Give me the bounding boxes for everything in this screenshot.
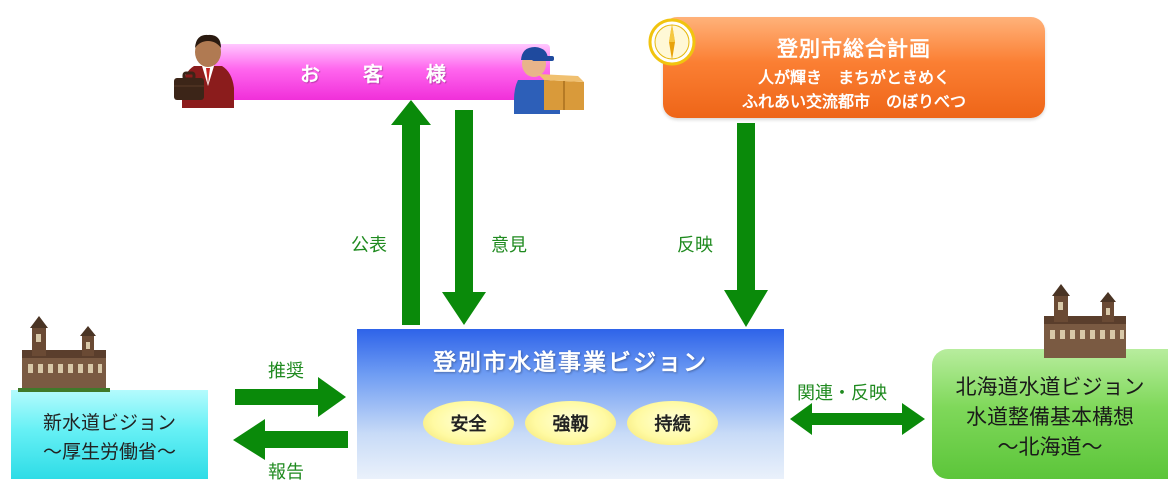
building-icon [1044, 284, 1126, 358]
recommend-label: 推奨 [268, 361, 304, 382]
report-label: 報告 [268, 462, 304, 483]
publish-arrow [391, 100, 431, 325]
plan-title: 登別市総合計画 [777, 37, 931, 61]
water-vision-box: 登別市水道事業ビジョン 安全 強靱 持続 [357, 329, 784, 479]
report-arrow [233, 419, 348, 460]
publish-label: 公表 [351, 235, 387, 256]
hokkaido-water-vision-box: 北海道水道ビジョン 水道整備基本構想 ～北海道～ [932, 349, 1168, 479]
left-box-line1: 新水道ビジョン [42, 412, 176, 434]
reflect-arrow [724, 123, 768, 327]
pill-resilience-label: 強靱 [552, 414, 589, 435]
businessman-icon [174, 34, 234, 108]
right-box-line2: 水道整備基本構想 [966, 405, 1134, 429]
pill-sustainability: 持続 [627, 401, 718, 445]
vision-title: 登別市水道事業ビジョン [433, 350, 708, 376]
plan-slogan-line1: 人が輝き まちがときめく [757, 68, 950, 87]
right-box-line3: ～北海道～ [997, 435, 1103, 459]
national-water-vision-box: 新水道ビジョン ～厚生労働省～ [11, 390, 208, 479]
delivery-worker-icon [514, 47, 584, 114]
building-icon [18, 316, 110, 392]
comprehensive-plan-box: 登別市総合計画 人が輝き まちがときめく ふれあい交流都市 のぼりべつ [663, 17, 1045, 118]
right-box-line1: 北海道水道ビジョン [955, 375, 1145, 399]
left-box-line2: ～厚生労働省～ [42, 441, 176, 463]
related-reflect-arrow [790, 403, 925, 435]
customer-label: お 客 様 [300, 61, 464, 86]
opinion-label: 意見 [491, 235, 527, 256]
opinion-arrow [442, 110, 486, 325]
customer-bar: お 客 様 [214, 44, 550, 100]
pill-sustainability-label: 持続 [654, 414, 691, 435]
plan-slogan-line2: ふれあい交流都市 のぼりべつ [741, 92, 966, 111]
pill-safety: 安全 [423, 401, 514, 445]
reflect-label: 反映 [677, 235, 713, 256]
recommend-arrow [235, 377, 346, 417]
pill-safety-label: 安全 [450, 414, 487, 435]
related-reflect-label: 関連・反映 [797, 383, 887, 404]
compass-icon [648, 18, 696, 66]
pill-resilience: 強靱 [525, 401, 616, 445]
